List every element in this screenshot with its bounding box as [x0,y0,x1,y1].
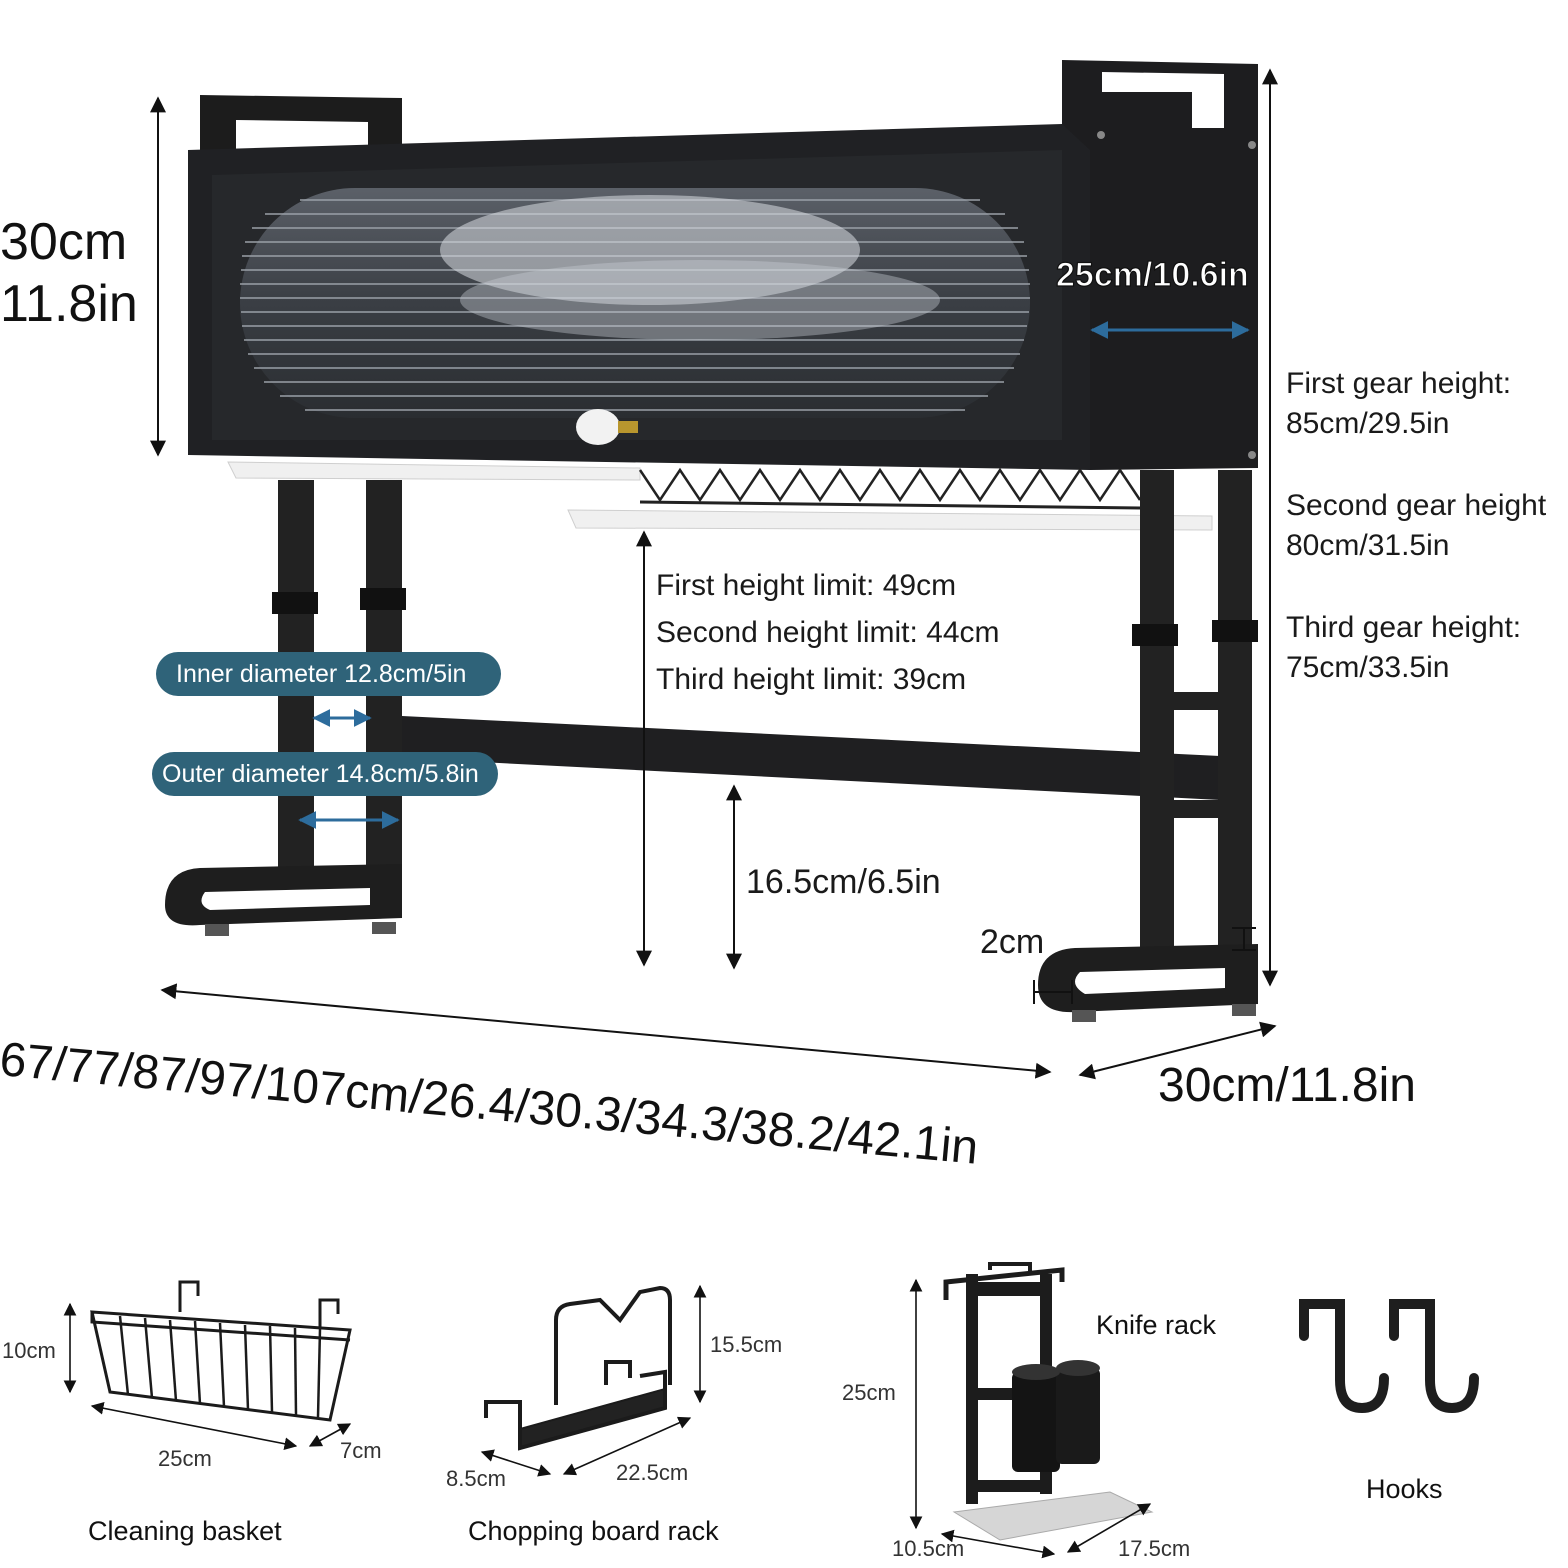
second-gear-line2: 80cm/31.5in [1286,529,1450,562]
knife-rack-drawing [943,1262,1154,1541]
first-height-limit: First height limit: 49cm [656,569,957,602]
dimension-arrows [150,68,1278,1080]
second-gear-line1: Second gear height [1286,489,1547,522]
knife-rack-height: 25cm [842,1380,896,1405]
first-gear-line1: First gear height: [1286,367,1512,400]
knife-rack-length: 17.5cm [1118,1536,1191,1561]
third-gear-line2: 75cm/33.5in [1286,651,1450,684]
cleaning-basket-drawing [90,1280,352,1422]
chopping-board-rack-drawing [484,1285,672,1451]
width-label: 30cm/11.8in [1158,1059,1416,1112]
knife-rack-name: Knife rack [1096,1310,1217,1340]
hooks-name: Hooks [1366,1474,1443,1504]
outer-diameter-badge: Outer diameter 14.8cm/5.8in [152,752,498,796]
board-rack-depth: 8.5cm [446,1466,506,1491]
tube-label: 2cm [980,923,1045,961]
basket-height: 10cm [2,1338,56,1363]
first-gear-line2: 85cm/29.5in [1286,407,1450,440]
depth-label: 25cm/10.6in [1055,256,1249,294]
height-label-in: 11.8in [0,275,138,333]
third-gear-line1: Third gear height: [1286,611,1522,644]
hooks-drawing [1299,1299,1479,1414]
second-height-limit: Second height limit: 44cm [656,616,1000,649]
board-rack-height: 15.5cm [710,1332,783,1357]
blue-arrows [298,321,1250,829]
clearance-label: 16.5cm/6.5in [746,863,941,901]
knife-rack-depth: 10.5cm [892,1536,965,1561]
third-height-limit: Third height limit: 39cm [656,663,967,696]
dish-rack-drawing [165,60,1258,1022]
board-rack-name: Chopping board rack [468,1516,719,1546]
inner-diameter-badge: Inner diameter 12.8cm/5in [156,652,501,696]
height-label-cm: 30cm [0,213,128,271]
board-rack-length: 22.5cm [616,1460,689,1485]
basket-depth: 7cm [340,1438,382,1463]
basket-length: 25cm [158,1446,212,1471]
basket-name: Cleaning basket [88,1516,282,1546]
